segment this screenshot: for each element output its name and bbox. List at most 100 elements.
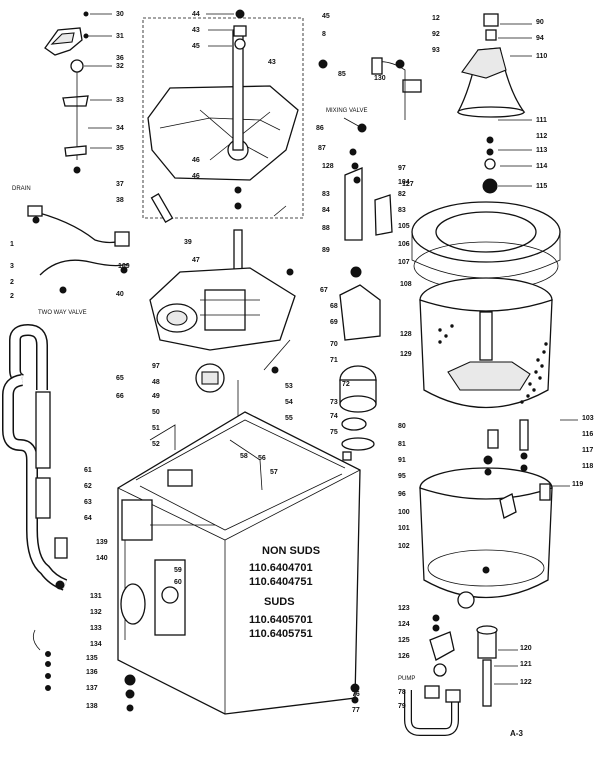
part-number-callout: 103 [582,415,594,422]
part-number-callout: 65 [116,375,124,382]
part-number-callout: 118 [582,463,593,470]
suds-model-1: 110.6405701 [249,614,313,626]
part-number-callout: 12 [432,15,440,22]
part-number-callout: 127 [402,181,414,188]
two-way-valve-note: TWO WAY VALVE [38,310,87,316]
page-reference: A-3 [510,729,523,738]
part-number-callout: 58 [240,453,248,460]
part-number-callout: 135 [86,655,98,662]
part-number-callout: 129 [400,351,412,358]
part-number-callout: 8 [322,31,326,38]
part-number-callout: 97 [152,363,160,370]
part-number-callout: 43 [192,27,200,34]
non-suds-model-2: 110.6404751 [249,576,313,588]
part-number-callout: 80 [398,423,406,430]
part-number-callout: 82 [398,191,406,198]
middle-column-parts [150,57,422,461]
part-number-callout: 51 [152,425,160,432]
part-number-callout: 75 [330,429,338,436]
part-number-callout: 113 [536,147,547,154]
drain-note: DRAIN [12,186,31,192]
part-number-callout: 131 [90,593,102,600]
part-number-callout: 56 [258,455,266,462]
part-number-callout: 74 [330,413,338,420]
part-number-callout: 63 [84,499,92,506]
part-number-callout: 79 [398,703,406,710]
part-number-callout: 57 [270,469,278,476]
part-number-callout: 102 [398,543,410,550]
part-number-callout: 128 [400,331,412,338]
part-number-callout: 132 [90,609,102,616]
leader-lines [84,13,578,685]
part-number-callout: 125 [398,637,410,644]
suds-model-2: 110.6405751 [249,628,313,640]
part-number-callout: 112 [536,133,547,140]
model-block: NON SUDS 110.6404701 110.6404751 SUDS 11… [249,545,320,640]
part-number-callout: 110 [536,53,547,60]
part-number-callout: 59 [174,567,182,574]
part-number-callout: 44 [192,11,200,18]
part-number-callout: 64 [84,515,92,522]
part-number-callout: 70 [330,341,338,348]
non-suds-heading: NON SUDS [262,545,320,557]
part-number-callout: 67 [320,287,328,294]
basket-perforations [438,324,548,404]
part-number-callout: 92 [432,31,440,38]
part-number-callout: 30 [116,11,124,18]
part-number-callout: 119 [572,481,583,488]
part-number-callout: 136 [86,669,98,676]
part-number-callout: 106 [398,241,410,248]
outer-tub [419,419,553,609]
part-number-callout: 139 [96,539,108,546]
agitator [456,13,526,194]
part-number-callout: 48 [152,379,160,386]
tub-ring [411,201,561,291]
part-number-callout: 32 [116,63,124,70]
part-number-callout: 105 [398,223,410,230]
part-number-callout: 96 [398,491,406,498]
part-number-callout: 55 [285,415,293,422]
part-number-callout: 54 [285,399,293,406]
mixing-valve-note: MIXING VALVE [326,108,367,114]
part-number-callout: 77 [352,707,360,714]
part-number-callout: 73 [330,399,338,406]
part-number-callout: 50 [152,409,160,416]
cabinet-frame [117,411,361,715]
part-number-callout: 2 [10,293,14,300]
part-number-callout: 3 [10,263,14,270]
part-number-callout: 117 [582,447,593,454]
part-number-callout: 34 [116,125,124,132]
pump-note: PUMP [398,676,415,682]
part-number-callout: 49 [152,393,160,400]
part-number-callout: 90 [536,19,544,26]
part-number-callout: 81 [398,441,406,448]
part-number-callout: 83 [322,191,330,198]
part-number-callout: 38 [116,197,124,204]
part-number-callout: 47 [192,257,200,264]
part-number-callout: 115 [536,183,547,190]
part-number-callout: 69 [330,319,338,326]
part-number-callout: 107 [398,259,410,266]
part-number-callout: 39 [184,239,192,246]
part-number-callout: 122 [520,679,532,686]
non-suds-model-1: 110.6404701 [249,562,313,574]
part-number-callout: 52 [152,441,160,448]
part-number-callout: 83 [398,207,406,214]
part-number-callout: 100 [398,509,410,516]
part-number-callout: 140 [96,555,108,562]
part-number-callout: 94 [536,35,544,42]
part-number-callout: 124 [398,621,410,628]
part-number-callout: 53 [285,383,293,390]
drain-hose [2,323,68,691]
part-number-callout: 130 [374,75,386,82]
part-number-callout: 104 [398,179,410,186]
part-number-callout: 89 [322,247,330,254]
part-number-callout: 95 [398,473,406,480]
part-number-callout: 33 [116,97,124,104]
part-number-callout: 91 [398,457,406,464]
part-number-callout: 128 [322,163,334,170]
part-number-callout: 85 [338,71,346,78]
part-number-callout: 2 [10,279,14,286]
part-number-callout: 76 [352,691,360,698]
